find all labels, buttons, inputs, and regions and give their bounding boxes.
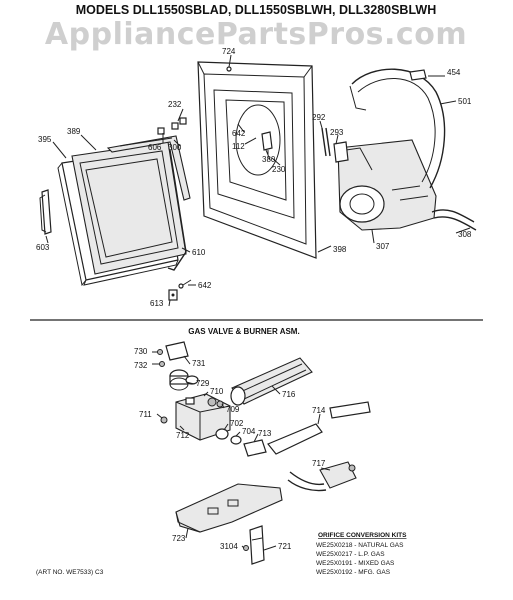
valve-screw-left[interactable] bbox=[160, 416, 168, 424]
callout-710[interactable]: 710 bbox=[210, 387, 224, 396]
mounting-bracket[interactable] bbox=[243, 525, 265, 565]
art-number: (ART NO. WE7533) C3 bbox=[36, 569, 104, 576]
lower-leaders bbox=[152, 351, 331, 551]
callout-713[interactable]: 713 bbox=[258, 429, 272, 438]
callout-395[interactable]: 395 bbox=[38, 135, 52, 144]
callout-398[interactable]: 398 bbox=[333, 245, 347, 254]
callout-613[interactable]: 613 bbox=[150, 299, 164, 308]
callout-729[interactable]: 729 bbox=[196, 379, 210, 388]
door-gasket[interactable] bbox=[167, 149, 187, 271]
wire-harness[interactable] bbox=[431, 209, 477, 231]
igniter[interactable] bbox=[287, 461, 357, 492]
callout-454[interactable]: 454 bbox=[447, 68, 461, 77]
upper-leaders bbox=[45, 54, 471, 307]
callout-712[interactable]: 712 bbox=[176, 431, 190, 440]
callout-717[interactable]: 717 bbox=[312, 459, 326, 468]
callout-603[interactable]: 603 bbox=[36, 243, 50, 252]
section-heading: GAS VALVE & BURNER ASM. bbox=[188, 327, 299, 336]
callout-501[interactable]: 501 bbox=[458, 97, 472, 106]
callout-724[interactable]: 724 bbox=[222, 47, 236, 56]
burner-tube[interactable] bbox=[230, 357, 313, 406]
callout-232[interactable]: 232 bbox=[168, 100, 182, 109]
callout-112[interactable]: 112 bbox=[232, 142, 245, 151]
callout-714[interactable]: 714 bbox=[312, 406, 326, 415]
callout-610[interactable]: 610 bbox=[192, 248, 206, 257]
front-bulkhead[interactable] bbox=[337, 139, 437, 231]
callout-380[interactable]: 380 bbox=[262, 155, 276, 164]
page-title: MODELS DLL1550SBLAD, DLL1550SBLWH, DLL32… bbox=[76, 3, 436, 17]
callout-642-lower[interactable]: 642 bbox=[198, 281, 212, 290]
callout-230[interactable]: 230 bbox=[272, 165, 286, 174]
duct-seal[interactable] bbox=[321, 127, 331, 157]
orifice-kits-box: ORIFICE CONVERSION KITS WE25X0218 - NATU… bbox=[316, 532, 407, 576]
burner-pipe[interactable] bbox=[267, 401, 371, 455]
callout-3104[interactable]: 3104 bbox=[220, 542, 238, 551]
front-panel[interactable] bbox=[197, 61, 317, 259]
callout-730[interactable]: 730 bbox=[134, 347, 148, 356]
front-panel-screw[interactable] bbox=[226, 66, 232, 72]
callout-704[interactable]: 704 bbox=[242, 427, 256, 436]
callout-308[interactable]: 308 bbox=[458, 230, 472, 239]
callout-723[interactable]: 723 bbox=[172, 534, 186, 543]
callout-389[interactable]: 389 bbox=[67, 127, 81, 136]
callout-307[interactable]: 307 bbox=[376, 242, 390, 251]
bulkhead-bracket[interactable] bbox=[333, 141, 349, 163]
callout-300[interactable]: 300 bbox=[168, 143, 182, 152]
callout-716[interactable]: 716 bbox=[282, 390, 296, 399]
callout-606[interactable]: 606 bbox=[148, 143, 162, 152]
orifice-kit-line: WE25X0191 - MIXED GAS bbox=[316, 560, 395, 567]
orifice-kits-heading: ORIFICE CONVERSION KITS bbox=[318, 532, 407, 539]
valve-screw[interactable] bbox=[216, 400, 224, 408]
orifice[interactable] bbox=[243, 439, 267, 457]
watermark: AppliancePartsPros.com bbox=[45, 17, 467, 52]
callout-731[interactable]: 731 bbox=[192, 359, 206, 368]
hinge-screws[interactable] bbox=[157, 117, 187, 135]
valve-coil-small[interactable] bbox=[157, 341, 189, 367]
orifice-kit-line: WE25X0192 - MFG. GAS bbox=[316, 569, 391, 576]
door-handle[interactable] bbox=[39, 189, 52, 235]
callout-293[interactable]: 293 bbox=[330, 128, 344, 137]
drum-glide[interactable] bbox=[409, 69, 427, 81]
callout-721[interactable]: 721 bbox=[278, 542, 292, 551]
burner-bracket[interactable] bbox=[175, 483, 283, 533]
latch-screw[interactable] bbox=[178, 279, 192, 289]
drum-support-ring[interactable] bbox=[349, 68, 446, 189]
callout-292[interactable]: 292 bbox=[312, 113, 326, 122]
valve-coil[interactable] bbox=[169, 369, 199, 391]
callout-711[interactable]: 711 bbox=[139, 410, 152, 419]
orifice-kit-line: WE25X0218 - NATURAL GAS bbox=[316, 542, 404, 549]
callout-702[interactable]: 702 bbox=[230, 419, 244, 428]
callout-732[interactable]: 732 bbox=[134, 361, 148, 370]
callout-642-upper[interactable]: 642 bbox=[232, 129, 246, 138]
valve-fitting[interactable] bbox=[215, 428, 242, 445]
callout-709[interactable]: 709 bbox=[226, 405, 240, 414]
orifice-kit-line: WE25X0217 - L.P. GAS bbox=[316, 551, 385, 558]
door-latch[interactable] bbox=[168, 289, 178, 301]
